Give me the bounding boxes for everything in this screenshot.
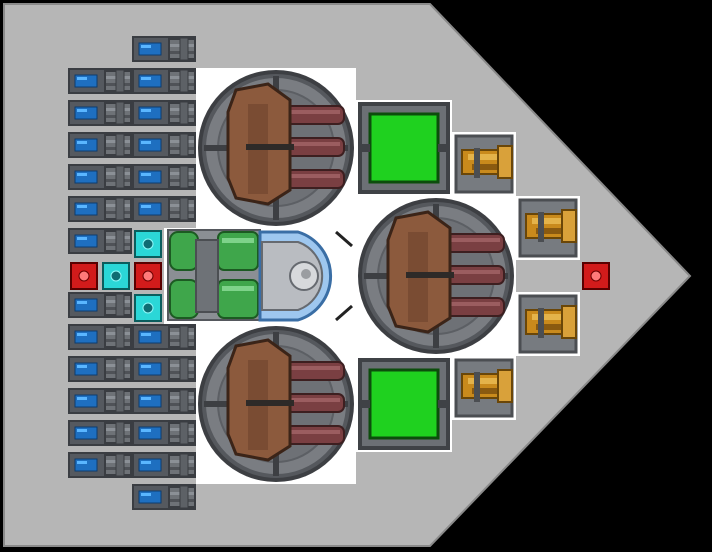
core-icon[interactable] xyxy=(134,262,162,290)
thruster-icon[interactable] xyxy=(454,134,514,194)
cannon-turret-icon[interactable] xyxy=(196,324,356,484)
battery-cell-icon[interactable] xyxy=(131,387,197,415)
reactor-icon[interactable] xyxy=(167,229,261,321)
battery-cell-icon[interactable] xyxy=(67,323,133,351)
battery-cell-icon[interactable] xyxy=(67,99,133,127)
battery-cell-icon[interactable] xyxy=(67,355,133,383)
battery-cell-icon[interactable] xyxy=(131,67,197,95)
battery-cell-icon[interactable] xyxy=(67,451,133,479)
gyro-icon[interactable] xyxy=(134,230,162,258)
battery-cell-icon[interactable] xyxy=(67,387,133,415)
battery-cell-icon[interactable] xyxy=(67,419,133,447)
cannon-turret-icon[interactable] xyxy=(356,196,516,356)
monitor-icon[interactable] xyxy=(358,102,450,194)
monitor-icon[interactable] xyxy=(358,358,450,450)
core-icon[interactable] xyxy=(70,262,98,290)
battery-cell-icon[interactable] xyxy=(131,163,197,191)
battery-cell-icon[interactable] xyxy=(131,355,197,383)
battery-cell-icon[interactable] xyxy=(67,131,133,159)
battery-cell-icon[interactable] xyxy=(131,323,197,351)
thruster-icon[interactable] xyxy=(518,294,578,354)
battery-cell-icon[interactable] xyxy=(67,67,133,95)
gyro-icon[interactable] xyxy=(102,262,130,290)
core-icon[interactable] xyxy=(582,262,610,290)
gyro-icon[interactable] xyxy=(134,294,162,322)
thruster-icon[interactable] xyxy=(518,198,578,258)
battery-cell-icon[interactable] xyxy=(131,99,197,127)
battery-cell-icon[interactable] xyxy=(131,195,197,223)
battery-cell-icon[interactable] xyxy=(131,131,197,159)
battery-cell-icon[interactable] xyxy=(131,451,197,479)
cannon-turret-icon[interactable] xyxy=(196,68,356,228)
battery-cell-icon[interactable] xyxy=(67,291,133,319)
thruster-icon[interactable] xyxy=(454,358,514,418)
battery-cell-icon[interactable] xyxy=(67,163,133,191)
battery-cell-icon[interactable] xyxy=(131,483,197,511)
battery-cell-icon[interactable] xyxy=(131,35,197,63)
battery-cell-icon[interactable] xyxy=(67,195,133,223)
battery-cell-icon[interactable] xyxy=(131,419,197,447)
shield-dome-icon[interactable] xyxy=(258,230,353,322)
battery-cell-icon[interactable] xyxy=(67,227,133,255)
